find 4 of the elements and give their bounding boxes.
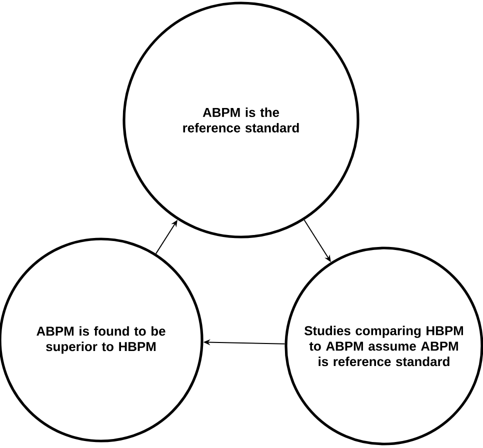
node-text: ABPM is the reference standard xyxy=(183,108,299,132)
node-text: ABPM is found to be superior to HBPM xyxy=(36,326,166,354)
circle-node xyxy=(122,2,360,238)
node-text: Studies comparing HBPM to ABPM assume ABPM is reference standard xyxy=(304,326,463,366)
